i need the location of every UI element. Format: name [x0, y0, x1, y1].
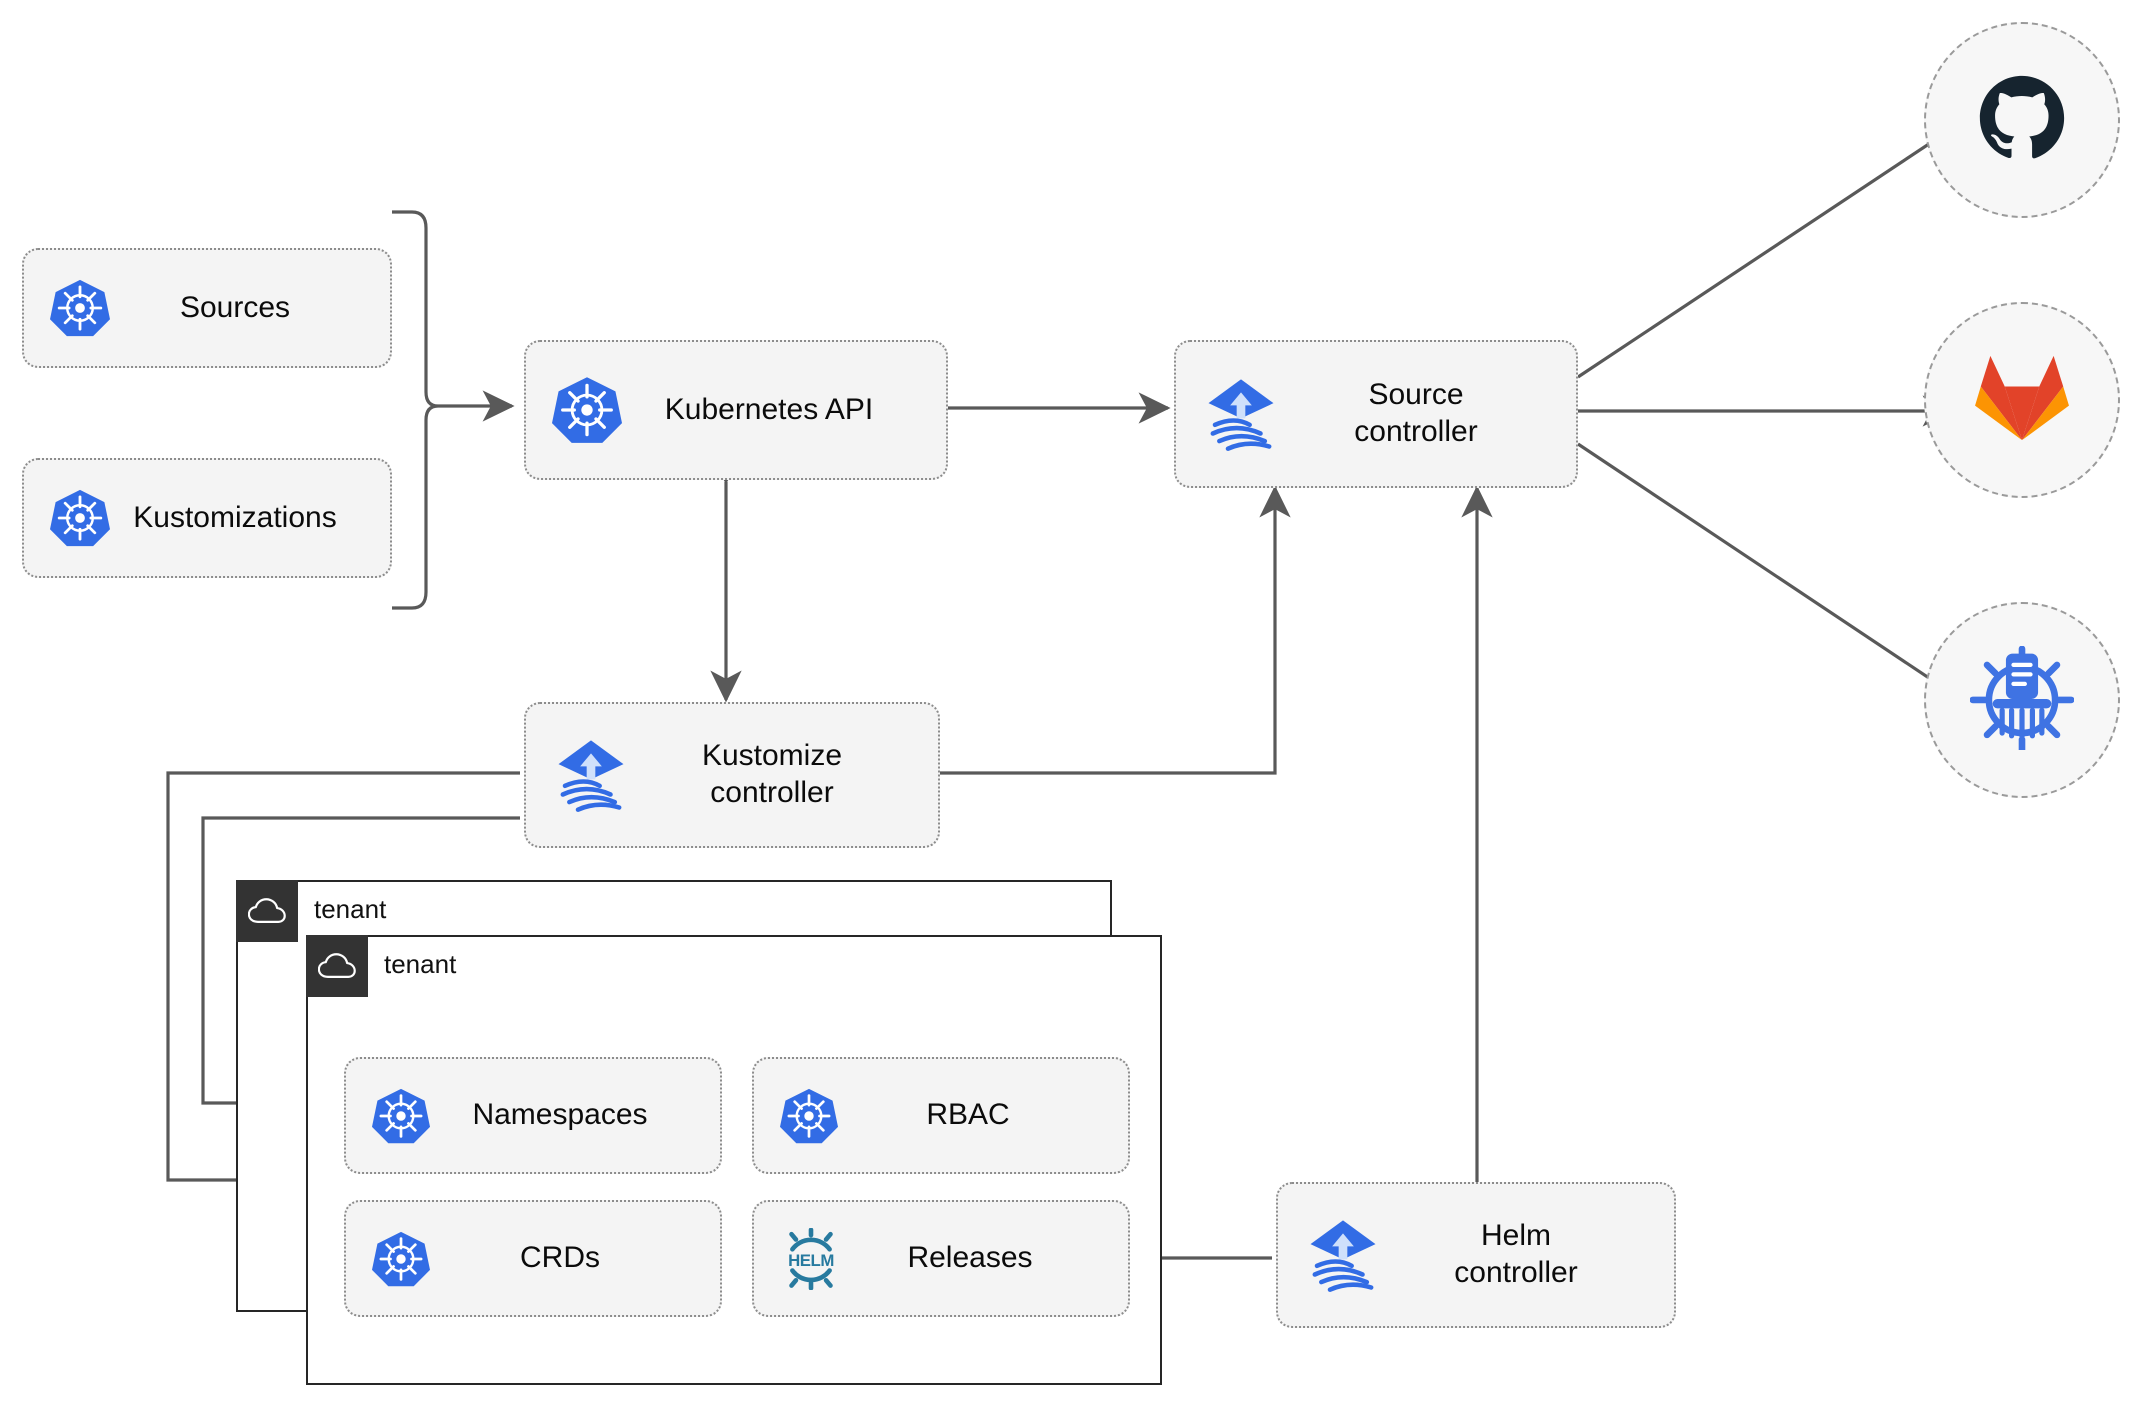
wire-bracket	[392, 210, 439, 610]
wire-source-github	[1577, 120, 1965, 379]
flux-icon	[552, 736, 630, 814]
node-source-controller-label: Source controller	[1354, 378, 1478, 448]
tenant-container-front[interactable]: tenant	[305, 934, 1162, 1385]
helm-icon: HELM	[780, 1227, 842, 1290]
github-icon	[1974, 70, 2070, 171]
node-crds[interactable]: CRDs	[344, 1200, 722, 1317]
wire-kustomize-source	[940, 485, 1291, 775]
node-kustomizations[interactable]: Kustomizations	[22, 458, 392, 578]
node-crds-label: CRDs	[520, 1241, 600, 1275]
kubernetes-icon	[780, 1087, 838, 1145]
node-releases-label: Releases	[907, 1241, 1033, 1275]
tenant-label: tenant	[314, 894, 387, 924]
kubernetes-icon	[372, 1087, 430, 1145]
gitlab-icon	[1974, 352, 2070, 449]
node-rbac-label: RBAC	[926, 1098, 1010, 1132]
svg-text:HELM: HELM	[788, 1251, 834, 1270]
provider-bucket[interactable]	[1924, 602, 2120, 798]
node-source-controller[interactable]: Source controller	[1174, 340, 1578, 488]
kubernetes-icon	[372, 1230, 430, 1288]
node-sources[interactable]: Sources	[22, 248, 392, 368]
tenant-resource-grid: Namespaces	[344, 1057, 1130, 1317]
provider-gitlab[interactable]	[1924, 302, 2120, 498]
node-kubernetes-api[interactable]: Kubernetes API	[524, 340, 948, 480]
bucket-icon	[1969, 645, 2075, 755]
kubernetes-icon	[50, 488, 110, 548]
node-sources-label: Sources	[179, 290, 291, 324]
node-releases[interactable]: HELM Releases	[752, 1200, 1130, 1317]
node-rbac[interactable]: RBAC	[752, 1057, 1130, 1174]
provider-github[interactable]	[1924, 22, 2120, 218]
tenant-label: tenant	[384, 949, 457, 979]
kubernetes-icon	[552, 375, 622, 445]
flux-icon	[1202, 375, 1280, 453]
node-kustomize-controller[interactable]: Kustomize controller	[524, 702, 940, 848]
node-kustomize-controller-label: Kustomize controller	[701, 739, 843, 809]
node-helm-controller[interactable]: Helm controller	[1276, 1182, 1676, 1328]
node-helm-controller-label: Helm controller	[1454, 1219, 1578, 1289]
kubernetes-icon	[50, 278, 110, 338]
node-namespaces[interactable]: Namespaces	[344, 1057, 722, 1174]
cloud-icon	[235, 879, 298, 942]
node-kubernetes-api-label: Kubernetes API	[664, 392, 874, 426]
flux-icon	[1304, 1216, 1382, 1294]
cloud-icon	[305, 934, 368, 997]
node-kustomizations-label: Kustomizations	[133, 500, 337, 534]
node-namespaces-label: Namespaces	[472, 1098, 648, 1132]
wire-source-bucket	[1577, 442, 1965, 702]
